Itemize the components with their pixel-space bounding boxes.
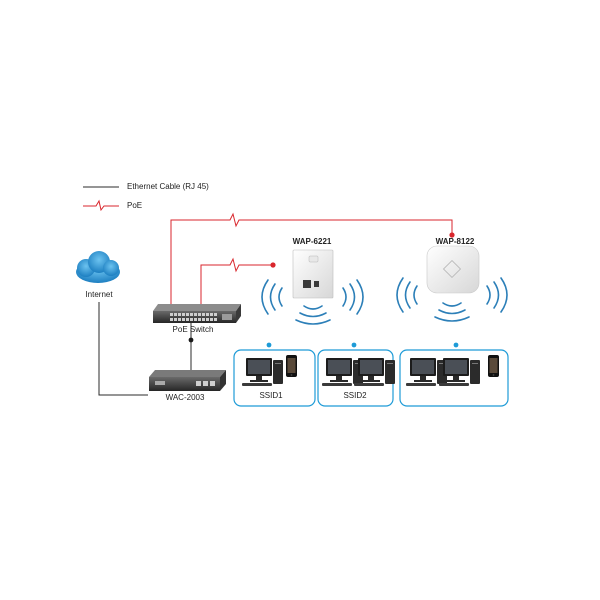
ssid1-group [233, 342, 316, 407]
poe-switch-label: PoE Switch [172, 325, 214, 334]
ssid2-label: SSID2 [343, 391, 367, 400]
ethernet-cables [98, 302, 192, 396]
legend-poe-line [83, 199, 119, 212]
poe-endpoint-wall [270, 262, 276, 268]
wall-access-point-device [292, 249, 334, 299]
internet-to-controller-cable [98, 302, 148, 396]
wifi-waves-wall-ap [261, 279, 364, 325]
poe-cables [170, 212, 453, 305]
legend [83, 186, 119, 212]
internet-label: Internet [85, 290, 113, 299]
ssid2-group [317, 342, 395, 407]
poe-switch-device [153, 304, 241, 323]
legend-ethernet-label: Ethernet Cable (RJ 45) [127, 182, 209, 191]
ceiling-ap-client-group [399, 342, 509, 407]
wac-controller-device [149, 370, 226, 391]
poe-cable-ceiling-ap [170, 212, 453, 305]
ceiling-access-point-device [426, 245, 480, 294]
legend-poe-label: PoE [127, 201, 143, 210]
poe-endpoint-ceiling [449, 232, 455, 238]
internet-cloud-icon [76, 251, 120, 283]
ssid1-label: SSID1 [259, 391, 283, 400]
ceiling-ap-label: WAP-8122 [435, 237, 475, 246]
controller-label: WAC-2003 [165, 393, 205, 402]
wifi-waves-ceiling-ap [396, 277, 508, 322]
wall-ap-label: WAP-6221 [292, 237, 332, 246]
poe-cable-wall-ap [200, 257, 272, 305]
switch-port-dot [188, 337, 194, 343]
